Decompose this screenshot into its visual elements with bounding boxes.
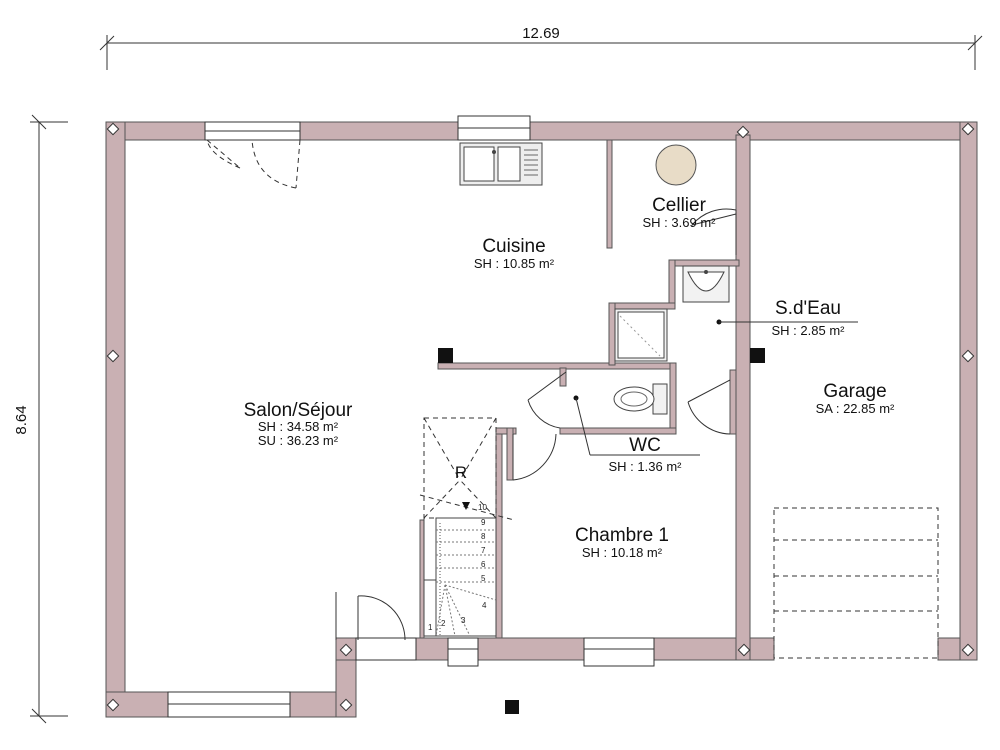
doors [206,139,737,641]
room-name-salon: Salon/Séjour [244,400,353,421]
stair-step-8: 8 [481,532,486,541]
width-dimension-label: 12.69 [522,25,560,42]
room-area-sdeau: SH : 2.85 m² [772,323,846,338]
room-area-salon-su: SU : 36.23 m² [258,433,339,448]
black-markers [438,348,765,714]
room-area-cellier: SH : 3.69 m² [643,215,717,230]
room-name-cellier: Cellier [652,195,707,216]
staircase: 1 2 3 4 5 6 7 8 9 10 R [419,417,515,637]
room-labels: Cellier SH : 3.69 m² Cuisine SH : 10.85 … [244,195,895,560]
stair-step-2: 2 [441,619,446,628]
windows [167,115,655,718]
stair-step-9: 9 [481,518,486,527]
water-heater [655,144,697,186]
stair-step-10: 10 [478,503,487,512]
dimension-height: 8.64 [13,114,68,724]
stair-step-7: 7 [481,546,486,555]
room-area-garage: SA : 22.85 m² [816,401,895,416]
stair-reservation-label: R [455,463,467,482]
stair-step-5: 5 [481,574,486,583]
kitchen-sink [459,142,543,186]
room-name-cuisine: Cuisine [482,236,545,257]
bathroom-fixtures [613,265,730,415]
height-dimension-label: 8.64 [13,405,30,434]
stair-step-1: 1 [428,623,433,632]
dimension-width: 12.69 [99,25,983,70]
wall-markers [106,122,975,712]
stair-step-6: 6 [481,560,486,569]
room-area-salon-sh: SH : 34.58 m² [258,419,339,434]
room-name-sdeau: S.d'Eau [775,298,841,319]
garage-door [773,507,939,659]
leaders [573,319,858,456]
exterior-walls [105,121,978,718]
stair-step-3: 3 [461,616,466,625]
room-area-wc: SH : 1.36 m² [609,459,683,474]
room-name-garage: Garage [823,381,886,402]
room-area-cuisine: SH : 10.85 m² [474,256,555,271]
room-name-chambre1: Chambre 1 [575,525,669,546]
stair-step-4: 4 [482,601,487,610]
room-name-wc: WC [629,435,661,456]
room-area-chambre1: SH : 10.18 m² [582,545,663,560]
